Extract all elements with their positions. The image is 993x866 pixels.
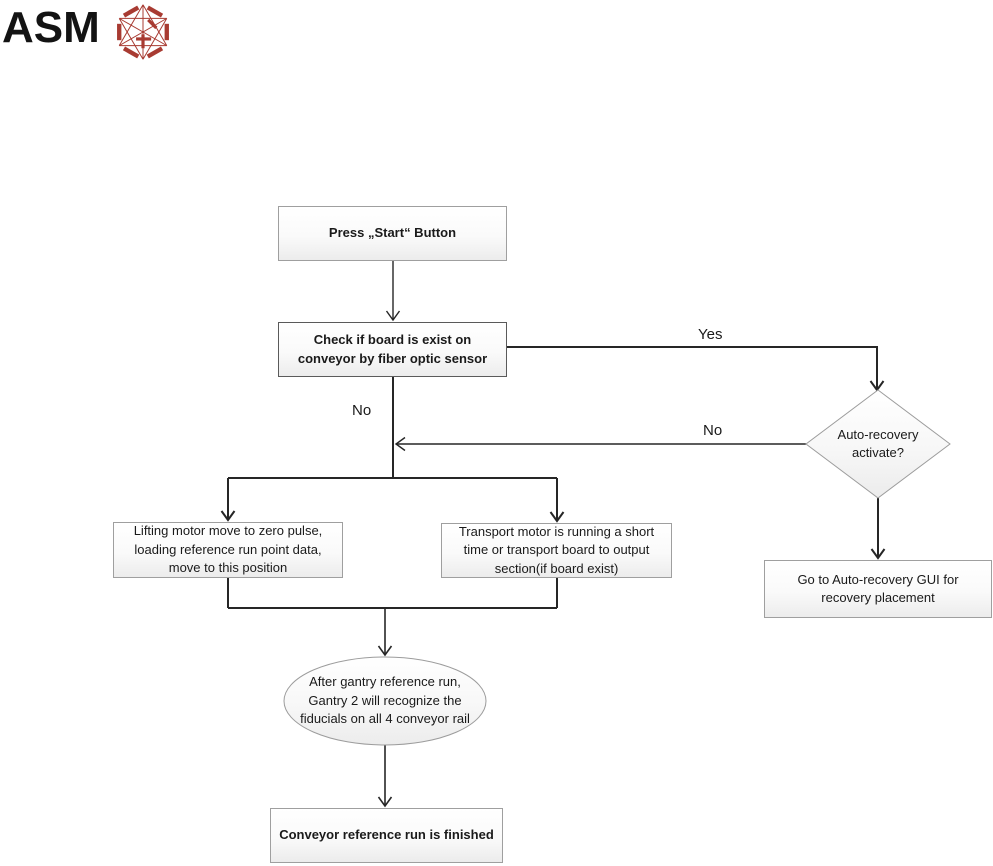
edge-label-no-right: No bbox=[703, 422, 723, 439]
gantry-ellipse-shape bbox=[283, 656, 487, 746]
node-conveyor-finished: Conveyor reference run is finished bbox=[270, 808, 503, 863]
edge-label-no-left: No bbox=[352, 402, 372, 419]
asm-hexagon-icon bbox=[116, 4, 169, 60]
node-auto-recovery-decision: Auto-recovery activate? bbox=[837, 426, 919, 460]
node-transport-motor: Transport motor is running a short time … bbox=[441, 523, 672, 578]
decision-diamond-shape bbox=[805, 389, 951, 499]
node-lifting-motor: Lifting motor move to zero pulse, loadin… bbox=[113, 522, 343, 578]
node-press-start: Press „Start“ Button bbox=[278, 206, 507, 261]
asm-logo: ASM bbox=[0, 0, 172, 61]
node-check-board: Check if board is exist on conveyor by f… bbox=[278, 322, 507, 377]
node-auto-recovery-gui: Go to Auto-recovery GUI for recovery pla… bbox=[764, 560, 992, 618]
asm-logo-text: ASM bbox=[2, 3, 100, 52]
edge-label-yes: Yes bbox=[698, 326, 723, 343]
node-gantry-reference: After gantry reference run, Gantry 2 wil… bbox=[300, 674, 470, 727]
